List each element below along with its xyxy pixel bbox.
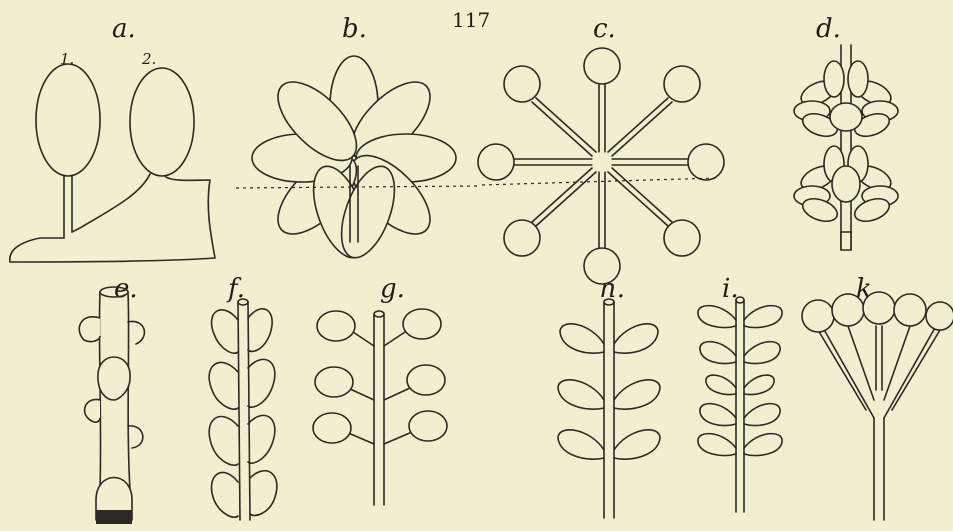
figure-c-drawing bbox=[478, 48, 724, 284]
figure-k-drawing bbox=[802, 292, 953, 520]
figure-d-drawing bbox=[794, 45, 898, 250]
figure-h-drawing bbox=[558, 299, 660, 518]
figure-b-drawing bbox=[252, 56, 456, 265]
figure-f-drawing bbox=[209, 299, 277, 520]
figure-i-drawing bbox=[698, 297, 782, 512]
figure-a-drawing bbox=[10, 64, 215, 262]
figure-g-drawing bbox=[313, 309, 447, 505]
figure-e-drawing bbox=[79, 287, 144, 524]
